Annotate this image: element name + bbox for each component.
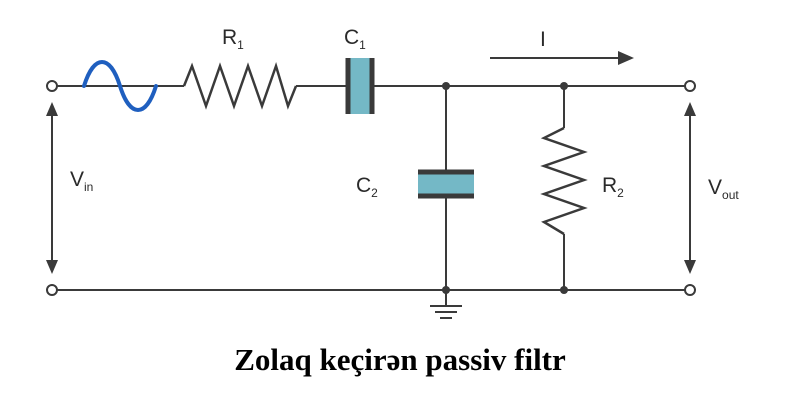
junction-bottom-r2	[560, 286, 568, 294]
terminal-out-top	[684, 80, 696, 92]
circuit-diagram: R1 C1 I C2 R2 Vin Vout	[46, 26, 739, 319]
label-r2: R2	[602, 174, 624, 200]
resistor-r2	[540, 126, 588, 236]
ground-icon	[430, 290, 462, 319]
capacitor-c1	[345, 58, 375, 114]
current-arrowhead-icon	[618, 51, 634, 65]
terminal-in-top	[46, 80, 58, 92]
sine-wave-source-icon	[82, 60, 158, 112]
junction-top-r2	[560, 82, 568, 90]
label-c1: C1	[344, 26, 366, 52]
vout-voltage-arrow-icon	[684, 102, 696, 274]
label-r1: R1	[222, 26, 244, 52]
terminal-out-bottom	[684, 284, 696, 296]
junction-top-c2	[442, 82, 450, 90]
diagram-caption: Zolaq keçirən passiv filtr	[234, 342, 566, 377]
label-c2: C2	[356, 174, 378, 200]
label-current: I	[540, 28, 546, 51]
vin-voltage-arrow-icon	[46, 102, 58, 274]
junction-bottom-c2	[442, 286, 450, 294]
label-vin: Vin	[70, 168, 93, 194]
resistor-r1	[182, 61, 298, 110]
capacitor-c2	[418, 169, 474, 199]
terminal-in-bottom	[46, 284, 58, 296]
label-vout: Vout	[708, 176, 739, 202]
